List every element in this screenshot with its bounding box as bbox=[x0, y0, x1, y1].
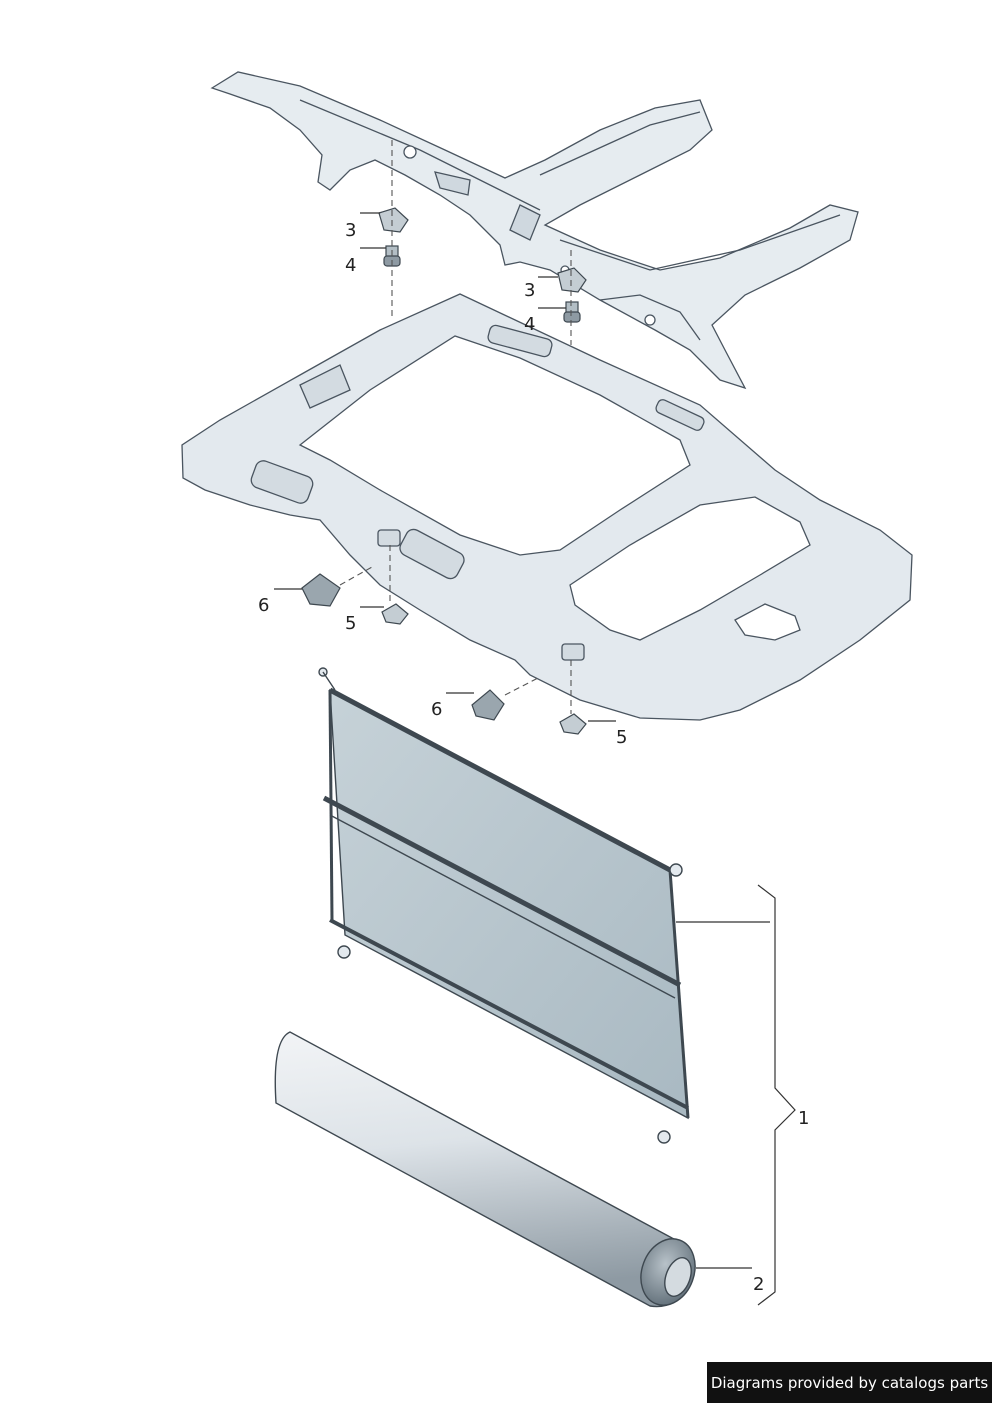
credit-banner: Diagrams provided by catalogs parts bbox=[707, 1362, 992, 1403]
alignment-lines bbox=[339, 140, 572, 714]
pad-5-right bbox=[559, 713, 587, 735]
assembly-bracket bbox=[757, 884, 796, 1306]
callout-1: 1 bbox=[798, 1108, 809, 1129]
roof-frame bbox=[210, 71, 859, 390]
callout-3-left: 3 bbox=[345, 220, 356, 241]
callout-6-right: 6 bbox=[431, 699, 442, 720]
callout-3-right: 3 bbox=[524, 280, 535, 301]
callout-5-right: 5 bbox=[616, 727, 627, 748]
leader-lines bbox=[274, 212, 770, 1269]
callout-4-left: 4 bbox=[345, 255, 356, 276]
partition-net bbox=[318, 667, 690, 1144]
bracket-6-right bbox=[471, 689, 505, 721]
callouts: 3 4 3 4 6 5 6 5 1 2 bbox=[258, 220, 809, 1295]
callout-4-right: 4 bbox=[524, 314, 535, 335]
callout-6-left: 6 bbox=[258, 595, 269, 616]
bracket-6-left bbox=[301, 573, 341, 607]
screw-4-right bbox=[563, 301, 581, 323]
clip-3-right bbox=[557, 267, 587, 293]
headliner-panel bbox=[181, 293, 913, 721]
clip-3-left bbox=[378, 207, 409, 233]
roller-cassette bbox=[274, 1031, 696, 1308]
pad-5-left bbox=[381, 603, 409, 625]
fasteners bbox=[301, 207, 587, 735]
callout-2: 2 bbox=[753, 1274, 764, 1295]
callout-5-left: 5 bbox=[345, 613, 356, 634]
